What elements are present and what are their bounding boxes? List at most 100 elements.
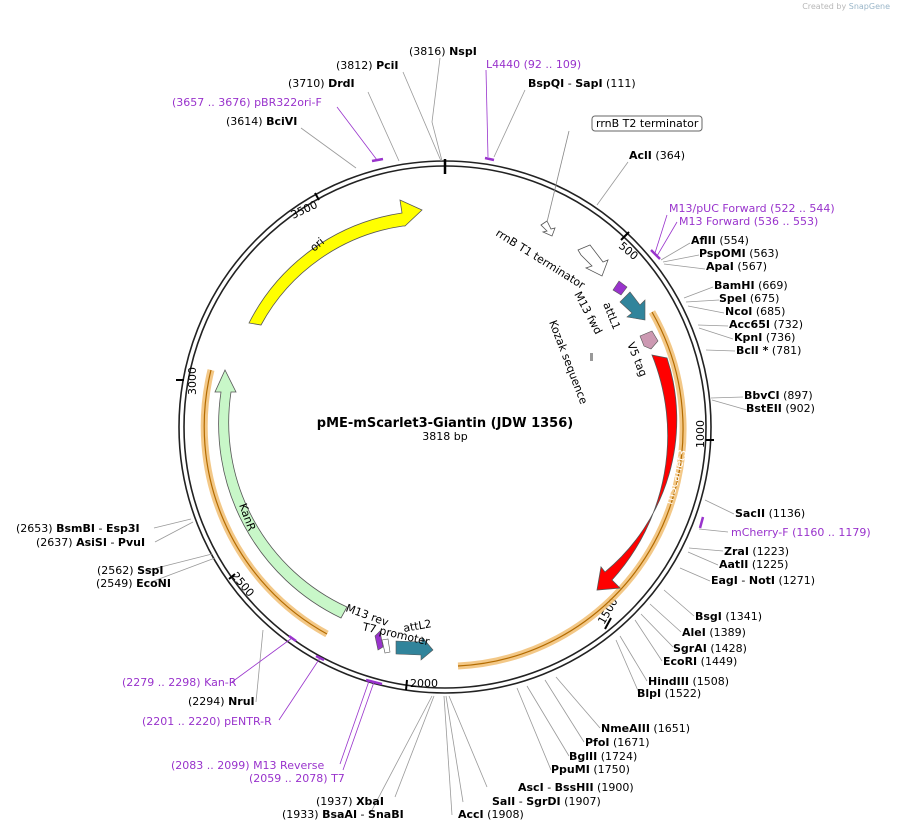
m13fwd-label: M13 fwd xyxy=(571,289,604,336)
rrnb-t2-label-box xyxy=(591,115,703,132)
apai-leader xyxy=(663,263,706,270)
sgrai-leader xyxy=(640,613,674,648)
bsmbi-site-label: (2653) BsmBI - Esp3I xyxy=(16,522,140,535)
acli-site-label: AclI (364) xyxy=(629,149,685,162)
bsgi-site-label: BsgI (1341) xyxy=(695,610,762,623)
bspqi-leader xyxy=(493,89,526,158)
mcherry-leader xyxy=(698,528,729,533)
drdi-site-label: (3710) DrdI xyxy=(288,77,355,90)
nspi-site-label: (3816) NspI xyxy=(409,45,477,58)
pentr-site-label: (2201 .. 2220) pENTR-R xyxy=(142,715,272,728)
tick-label-3000: 3000 xyxy=(186,367,199,395)
sspi-site-label: (2562) SspI xyxy=(97,564,164,577)
l4440-primer-mark xyxy=(484,156,495,162)
acci-leader xyxy=(443,695,453,816)
nmeaiii-leader xyxy=(555,676,601,729)
bbvci-site-label: BbvCI (897) xyxy=(744,389,813,402)
ecori-leader xyxy=(634,619,663,662)
m13r-site-label: (2083 .. 2099) M13 Reverse xyxy=(171,759,324,772)
pentr-leader xyxy=(278,657,321,721)
aflii-site-label: AflII (554) xyxy=(691,234,749,247)
t7-promoter-arrow xyxy=(381,638,391,654)
credit-prefix: Created by xyxy=(802,2,847,11)
attl2-label: attL2 xyxy=(402,617,432,635)
pspomi-leader xyxy=(662,254,700,263)
m13r-leader xyxy=(342,681,375,771)
tick-mark-3500 xyxy=(314,192,320,201)
l4440-site-label: L4440 (92 .. 109) xyxy=(486,58,581,71)
xbai-leader xyxy=(394,695,435,798)
spei-leader xyxy=(685,299,720,303)
mcherry-site-label: mCherry-F (1160 .. 1179) xyxy=(731,526,871,539)
t7-site-label: (2059 .. 2078) T7 xyxy=(249,772,345,785)
m13rev-arrow xyxy=(374,630,384,651)
bamhi-leader xyxy=(683,286,714,299)
acci-site-label: AccI (1908) xyxy=(458,808,524,821)
plasmid-size: 3818 bp xyxy=(422,430,467,443)
bcivi-leader xyxy=(300,127,357,169)
sspi-leader xyxy=(144,553,213,572)
bglii-site-label: BglII (1724) xyxy=(569,750,637,763)
pcii-site-label: (3812) PciI xyxy=(336,59,399,72)
apai-site-label: ApaI (567) xyxy=(706,260,767,273)
rrnb-t1-label: rrnB T1 terminator xyxy=(493,227,587,293)
rrnb-t2-label: rrnB T2 terminator xyxy=(596,117,699,130)
bsteii-site-label: BstEII (902) xyxy=(746,402,815,415)
m13-forward-primer-mark xyxy=(650,249,661,260)
aflii-leader xyxy=(660,242,691,261)
m13f-site-label: M13 Forward (536 .. 553) xyxy=(679,215,818,228)
aatii-site-label: AatII (1225) xyxy=(719,558,788,571)
zrai-leader xyxy=(688,547,724,552)
plasmid-name: pME-mScarlet3-Giantin (JDW 1356) xyxy=(317,416,573,431)
pbr322ori-site-label: (3657 .. 3676) pBR322ori-F xyxy=(172,96,322,109)
nrui-site-label: (2294) NruI xyxy=(188,695,255,708)
ppumi-site-label: PpuMI (1750) xyxy=(551,763,630,776)
sgrai-site-label: SgrAI (1428) xyxy=(673,642,747,655)
econi-leader xyxy=(150,557,216,583)
rrnb-t2-arrow xyxy=(540,220,556,237)
blpi-leader xyxy=(615,639,640,694)
bsgi-leader xyxy=(663,589,695,617)
alei-site-label: AleI (1389) xyxy=(682,626,746,639)
asisi-leader xyxy=(154,521,194,543)
aatii-leader xyxy=(687,551,719,566)
kanr-primer-site-label: (2279 .. 2298) Kan-R xyxy=(122,676,237,689)
rrnb-t2-leader xyxy=(546,130,570,223)
ppumi-leader xyxy=(516,687,552,771)
nrui-leader xyxy=(255,629,264,703)
orf-line-mscarlet3 xyxy=(457,311,684,667)
spei-site-label: SpeI (675) xyxy=(719,292,779,305)
ncoi-site-label: NcoI (685) xyxy=(725,305,785,318)
sali-site-label: SalI - SgrDI (1907) xyxy=(492,795,601,808)
alei-leader xyxy=(649,603,682,633)
m13puc-site-label: M13/pUC Forward (522 .. 544) xyxy=(669,202,835,215)
mscarlet3-feature-arrow xyxy=(596,354,678,591)
bbvci-leader xyxy=(710,396,744,399)
pcii-leader xyxy=(402,71,442,162)
sacii-leader xyxy=(704,499,735,515)
m13fwd-arrow xyxy=(612,280,628,296)
bsaai-leader xyxy=(371,695,433,811)
bsteii-leader xyxy=(711,399,748,411)
pspomi-site-label: PspOMI (563) xyxy=(699,247,779,260)
sali-leader xyxy=(445,695,464,803)
nspi-leader xyxy=(431,57,443,162)
tick-label-1000: 1000 xyxy=(694,420,707,448)
pfoi-site-label: PfoI (1671) xyxy=(585,736,650,749)
hindiii-site-label: HindIII (1508) xyxy=(648,675,729,688)
asci-leader xyxy=(448,695,488,788)
nmeaiii-site-label: NmeAIII (1651) xyxy=(601,722,690,735)
l4440-leader xyxy=(485,69,489,158)
kozak-marker xyxy=(590,353,593,361)
bglii-leader xyxy=(526,685,570,757)
orf-line-kanr xyxy=(203,369,328,635)
tick-mark-2000 xyxy=(405,679,408,691)
xbai-site-label: (1937) XbaI xyxy=(316,795,384,808)
mcherry-primer-mark xyxy=(698,516,705,529)
kpni-site-label: KpnI (736) xyxy=(734,331,795,344)
attl2-arrow xyxy=(395,636,434,661)
tick-mark-500 xyxy=(620,231,630,241)
ncoi-leader xyxy=(687,305,725,314)
m13f-leader xyxy=(656,221,678,257)
